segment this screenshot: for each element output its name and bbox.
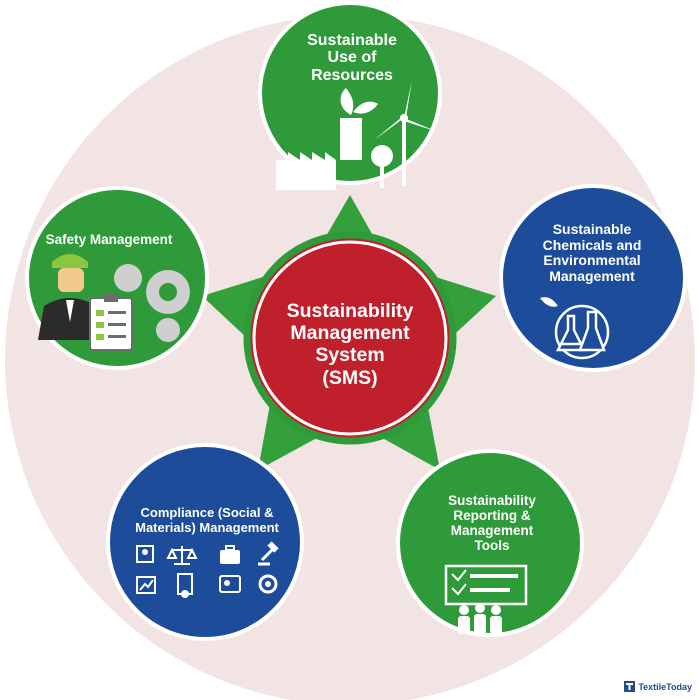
scales-icon	[166, 546, 198, 565]
node-title-compliance: Compliance (Social & Materials) Manageme…	[135, 505, 279, 535]
certificate-user-icon	[136, 545, 154, 563]
node-title-safety: Safety Management	[45, 232, 173, 247]
node-compliance-management	[106, 443, 304, 641]
node-sustainable-chemicals	[499, 184, 687, 372]
brand-watermark: TextileToday	[624, 681, 692, 692]
node-sms-center	[243, 231, 457, 445]
node-title-reporting: Sustainability Reporting & Management To…	[448, 493, 536, 554]
compliance-icons-grid	[136, 541, 279, 598]
node-sustainable-use-of-resources	[258, 1, 442, 185]
factory-wind-turbine-icon	[276, 80, 438, 190]
node-sustainability-reporting	[396, 449, 584, 637]
reporting-presentation-icon	[444, 564, 528, 634]
id-card-icon	[219, 575, 241, 593]
node-title-chemicals: Sustainable Chemicals and Environmental …	[542, 221, 642, 285]
brand-name: TextileToday	[638, 681, 692, 692]
safety-worker-clipboard-icon	[38, 254, 190, 351]
center-title: Sustainability Management System (SMS)	[286, 300, 414, 389]
node-title-resources: Sustainable Use of Resources	[307, 32, 397, 84]
chemical-flasks-icon	[540, 297, 610, 360]
gear-icon	[258, 574, 278, 594]
chart-report-icon	[136, 576, 156, 594]
textile-today-logo-icon	[624, 681, 636, 692]
briefcase-icon	[220, 550, 240, 564]
